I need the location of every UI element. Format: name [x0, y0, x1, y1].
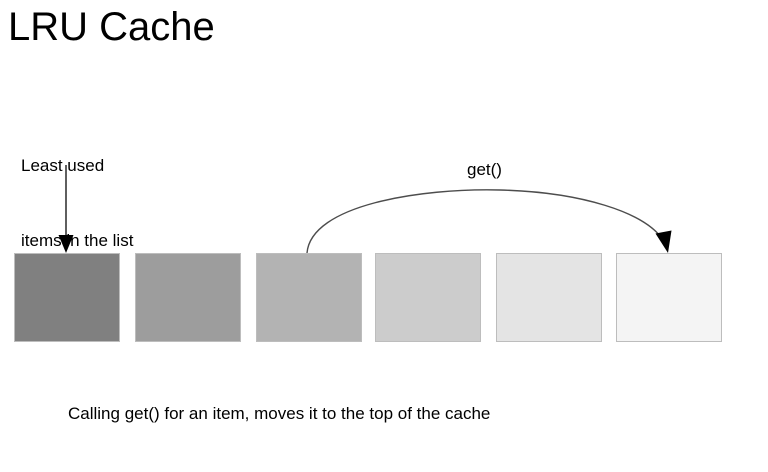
cache-item-3[interactable]: [256, 253, 362, 342]
cache-item-5[interactable]: [496, 253, 602, 342]
cache-item-1[interactable]: [14, 253, 120, 342]
caption-text: Calling get() for an item, moves it to t…: [68, 404, 491, 423]
cache-item-6[interactable]: [616, 253, 722, 342]
cache-item-4[interactable]: [375, 253, 481, 342]
page-title: LRU Cache: [8, 5, 215, 49]
cache-item-2[interactable]: [135, 253, 241, 342]
least-used-annotation-line1: Least used: [21, 156, 105, 175]
get-call-label: get(): [467, 160, 502, 179]
